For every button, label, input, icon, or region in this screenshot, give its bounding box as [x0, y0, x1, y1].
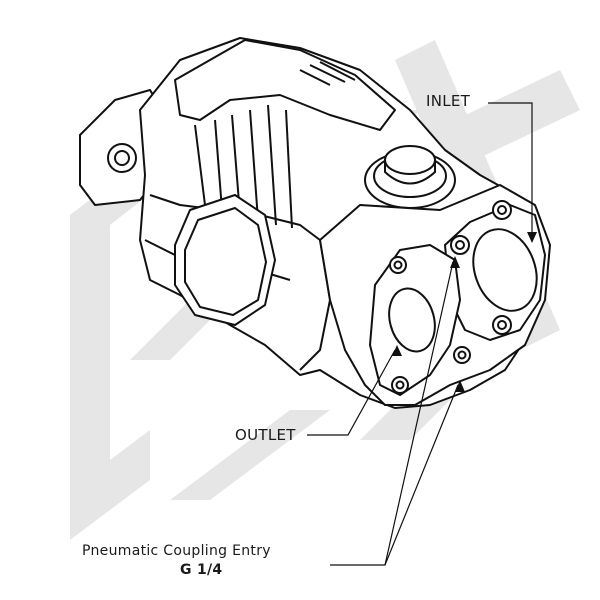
leader-arrowheads — [392, 232, 537, 392]
inlet-leader — [488, 102, 533, 240]
outlet-label: OUTLET — [235, 426, 296, 444]
outlet-port-hole — [388, 287, 436, 353]
inlet-label: INLET — [426, 92, 471, 110]
body-seam — [149, 194, 331, 371]
pneumatic-coupling-spec: G 1/4 — [180, 562, 223, 578]
outlet-leader — [307, 349, 396, 436]
callout-leaders — [307, 102, 533, 566]
side-cover-plate — [174, 194, 276, 326]
inlet-port-hole — [472, 228, 538, 312]
pneumatic-coupling-label: Pneumatic Coupling Entry — [82, 543, 271, 559]
hydraulic-pump-body — [79, 37, 551, 409]
top-cover — [174, 39, 396, 131]
coupling-leader-b — [384, 384, 459, 566]
